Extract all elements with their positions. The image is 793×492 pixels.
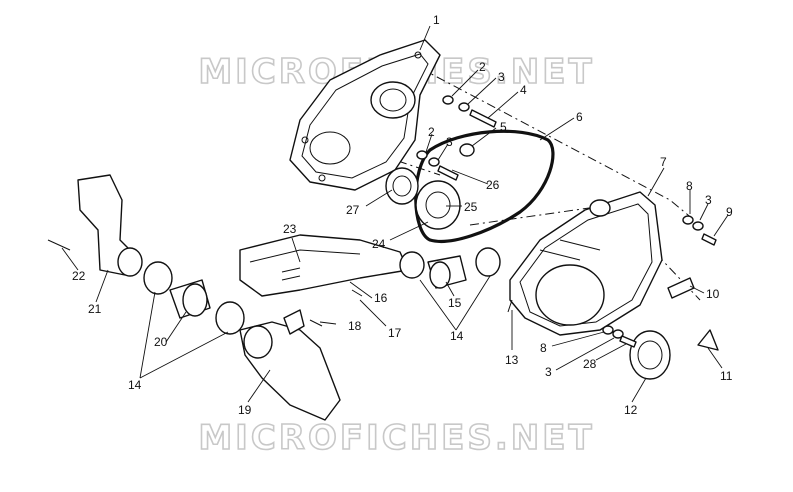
callout-27: 27 (346, 203, 360, 217)
alignment-line-bottom (379, 154, 441, 176)
coupler-15 (399, 247, 501, 289)
intake-elbow (77, 174, 143, 277)
screw-17 (351, 289, 363, 297)
callout-24: 24 (372, 237, 386, 251)
callout-3c: 3 (705, 193, 712, 207)
callout-8a: 8 (686, 179, 693, 193)
hardware-stack-lower (416, 150, 459, 181)
callout-8b: 8 (540, 341, 547, 355)
callout-15: 15 (448, 296, 462, 310)
clamps-and-tube-left (143, 261, 245, 335)
callout-9: 9 (726, 205, 733, 219)
callout-20: 20 (154, 335, 168, 349)
callout-1: 1 (433, 13, 440, 27)
callout-28: 28 (583, 357, 597, 371)
callout-14-right: 14 (450, 329, 464, 343)
callout-5: 5 (500, 120, 507, 134)
callout-3d: 3 (545, 365, 552, 379)
callout-4: 4 (520, 83, 527, 97)
callout-21: 21 (88, 302, 102, 316)
watermark-bottom: MICROFICHES.NET (198, 417, 595, 459)
seal-27 (385, 167, 419, 205)
callout-3b: 3 (446, 135, 453, 149)
decal-10 (667, 277, 695, 299)
callout-23: 23 (283, 222, 297, 236)
callout-25: 25 (464, 200, 478, 214)
cover-hardware-lower (602, 325, 637, 348)
drive-belt (414, 129, 555, 243)
access-plug (629, 330, 671, 380)
decal-11 (697, 329, 719, 351)
leader-lines (61, 25, 729, 403)
callout-14-left: 14 (128, 378, 142, 392)
seal-26 (415, 180, 461, 230)
callout-6: 6 (576, 110, 583, 124)
callout-2b: 2 (428, 125, 435, 139)
hardware-stack-upper (442, 95, 497, 157)
callout-19: 19 (238, 403, 252, 417)
callout-7: 7 (660, 155, 667, 169)
inner-cover-plate (289, 39, 441, 191)
cover-hardware-upper (682, 215, 717, 246)
outlet-duct (239, 309, 341, 421)
screw-18 (309, 319, 323, 327)
callout-3a: 3 (498, 70, 505, 84)
callout-12: 12 (624, 403, 638, 417)
callout-26: 26 (486, 178, 500, 192)
callout-17: 17 (388, 326, 402, 340)
fastener-13 (507, 299, 513, 313)
intake-duct (239, 234, 409, 297)
callout-18: 18 (348, 319, 362, 333)
callout-11: 11 (720, 369, 733, 383)
callout-2a: 2 (479, 60, 486, 74)
outer-clutch-cover (509, 191, 663, 336)
callout-16: 16 (374, 291, 388, 305)
callout-10: 10 (706, 287, 720, 301)
screw-22 (47, 239, 71, 251)
callout-22: 22 (72, 269, 86, 283)
callout-13: 13 (505, 353, 519, 367)
